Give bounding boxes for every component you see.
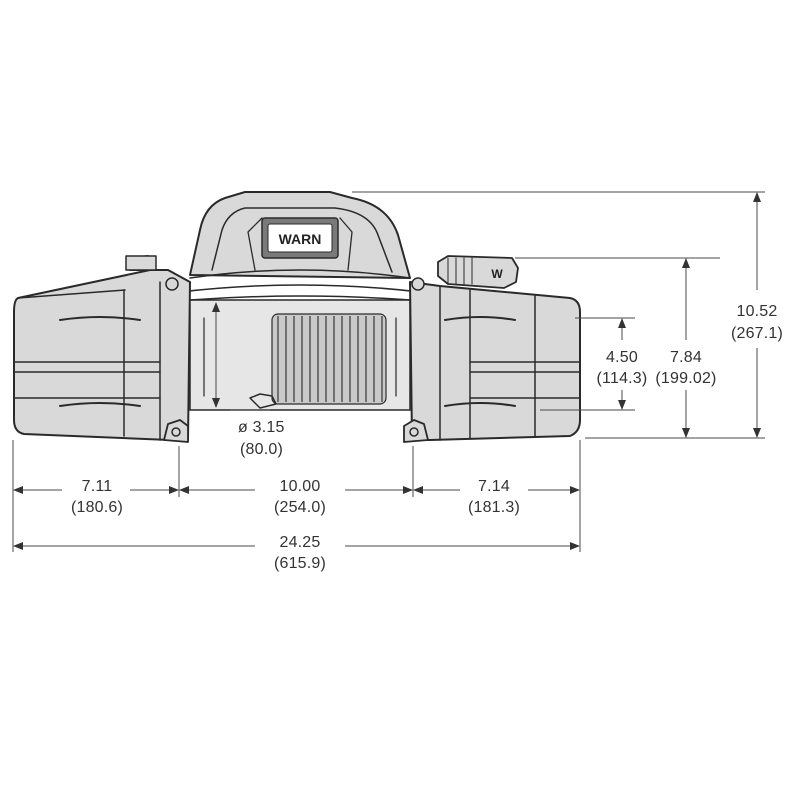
control-pack: WARN xyxy=(179,191,421,293)
left-end-mm: (180.6) xyxy=(71,499,123,516)
overall-height-in: 10.52 xyxy=(736,303,777,320)
dimension-lines xyxy=(12,191,765,552)
drum-length-mm: (254.0) xyxy=(274,499,326,516)
wire-rope xyxy=(271,313,387,405)
clutch-handle: W xyxy=(437,255,519,289)
control-height-mm: (199.02) xyxy=(655,370,716,387)
right-end-housing xyxy=(403,277,581,443)
control-height-in: 7.84 xyxy=(670,349,702,366)
drum xyxy=(189,295,411,411)
mount-height-mm: (114.3) xyxy=(597,370,648,387)
handle-logo: W xyxy=(491,267,503,281)
right-end-in: 7.14 xyxy=(478,478,510,495)
winch-illustration: WARN xyxy=(13,191,581,443)
drum-diameter-in: ø 3.15 xyxy=(238,419,285,436)
left-end-in: 7.11 xyxy=(82,478,113,495)
mount-height-in: 4.50 xyxy=(606,349,638,366)
brand-logo: WARN xyxy=(279,231,322,247)
left-end-housing xyxy=(13,255,191,443)
overall-length-in: 24.25 xyxy=(279,534,320,551)
drum-length-in: 10.00 xyxy=(279,478,320,495)
right-end-mm: (181.3) xyxy=(468,499,520,516)
overall-height-mm: (267.1) xyxy=(731,325,783,342)
overall-length-mm: (615.9) xyxy=(274,555,326,572)
drum-diameter-mm: (80.0) xyxy=(240,441,283,458)
dimension-labels: 7.11 (180.6) 10.00 (254.0) 7.14 (181.3) … xyxy=(71,303,783,572)
